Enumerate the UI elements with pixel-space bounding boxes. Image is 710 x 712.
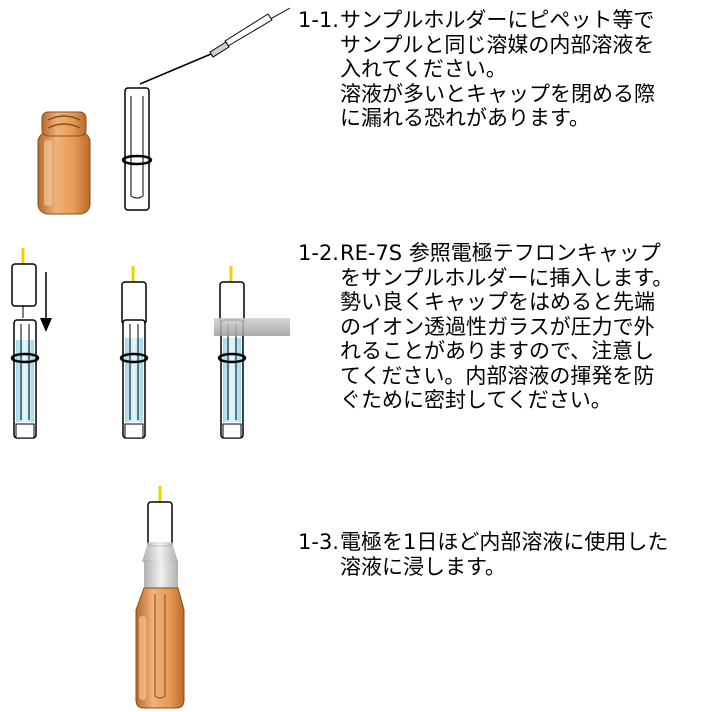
step-line: サンプルと同じ溶媒の内部溶液を — [340, 32, 655, 57]
step-line: サンプルホルダーにピペット等で — [340, 8, 655, 32]
sample-holder-empty — [121, 87, 153, 211]
holder-with-seal — [214, 266, 290, 439]
step-1-text: 1-1. サンプルホルダーにピペット等で サンプルと同じ溶媒の内部溶液を 入れて… — [298, 8, 708, 131]
step-line: 電極を1日ほど内部溶液に使用した — [340, 530, 669, 554]
step-3-text: 1-3. 電極を1日ほど内部溶液に使用した 溶液に浸します。 — [298, 530, 708, 579]
step-line: 溶液が多いとキャップを閉める際 — [340, 81, 655, 106]
holder-with-cap-above — [10, 248, 40, 439]
step-line: RE-7S 参照電極テフロンキャップ — [340, 241, 661, 265]
step-line: 溶液に浸します。 — [340, 554, 506, 579]
step-line: れることがありますので、注意し — [340, 339, 655, 363]
step-line: てください。内部溶液の揮発を防 — [340, 363, 655, 388]
sample-bottle — [37, 111, 91, 215]
step-line: をサンプルホルダーに挿入します。 — [340, 265, 674, 290]
step-line: 入れてください。 — [340, 57, 507, 81]
electrode-in-bottle — [135, 486, 185, 709]
step-line: のイオン透過性ガラスが圧力で外 — [340, 314, 655, 339]
step-number: 1-1. — [298, 8, 339, 32]
step-2-text: 1-2. RE-7S 参照電極テフロンキャップ をサンプルホルダーに挿入します。… — [298, 241, 708, 413]
step-line: 勢い良くキャップをはめると先端 — [340, 290, 655, 314]
pipette — [139, 7, 291, 85]
holder-with-cap-inserted — [119, 266, 149, 439]
step-number: 1-3. — [298, 530, 339, 554]
step-line: に漏れる恐れがあります。 — [340, 106, 590, 130]
step-number: 1-2. — [298, 241, 339, 265]
step-line: ぐために密封してください。 — [340, 388, 612, 412]
down-arrow — [40, 272, 52, 332]
